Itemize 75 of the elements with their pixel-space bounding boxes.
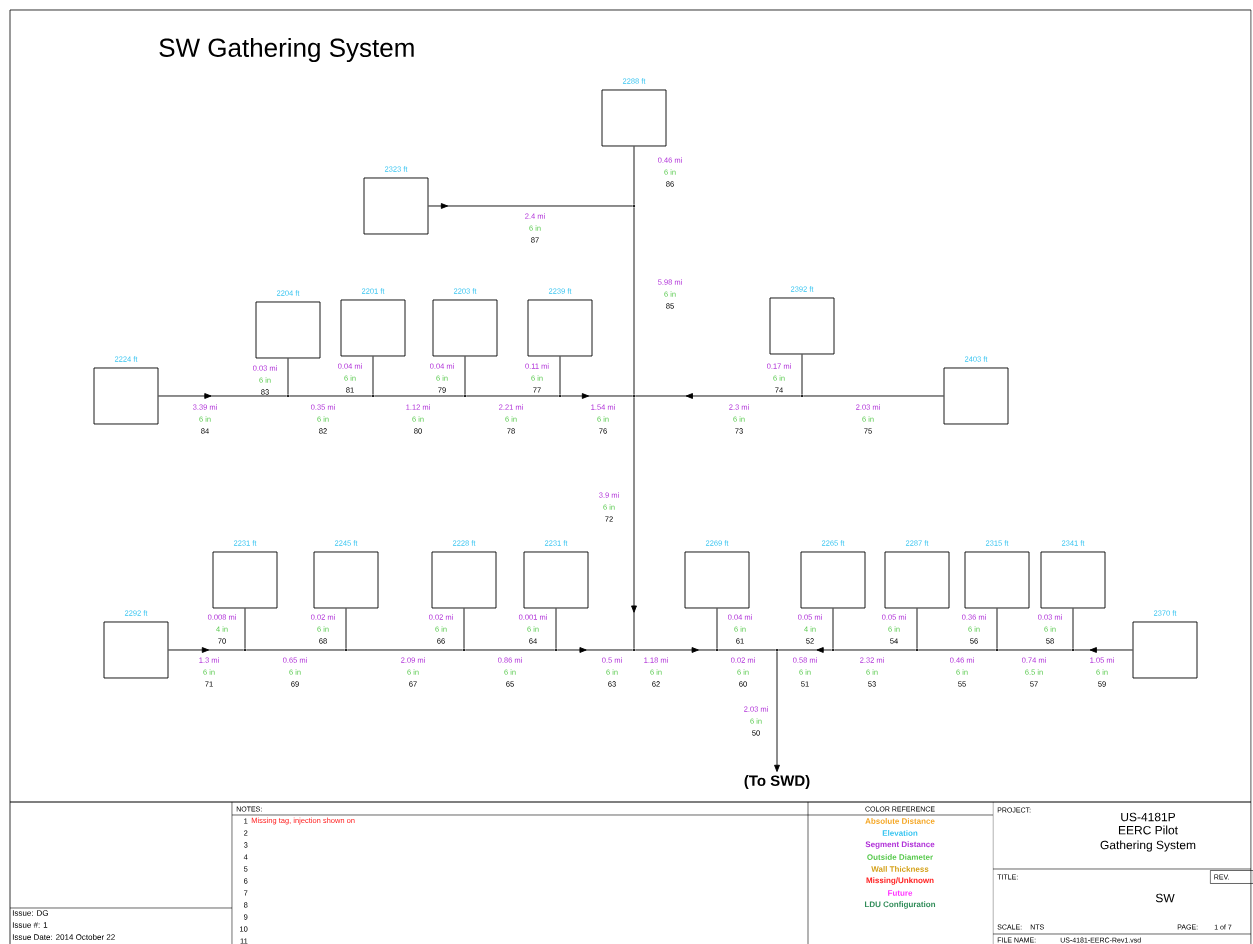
pipe-line	[916, 608, 918, 650]
issue-text: Issue #: 1	[12, 922, 48, 928]
issue-text: Issue: DG	[12, 910, 48, 916]
pipe-line	[464, 649, 556, 651]
pipe-line	[346, 649, 464, 651]
well-box	[684, 551, 750, 609]
pipe-line	[777, 647, 833, 653]
well-box	[964, 551, 1030, 609]
pipe-line	[465, 395, 560, 397]
project-text: US-4181P	[1121, 812, 1176, 822]
pipe-line	[716, 608, 718, 650]
legend-entry: Wall Thickness	[871, 866, 929, 872]
legend-entry: Segment Distance	[865, 841, 935, 849]
pipe-line	[373, 395, 465, 397]
well-box	[363, 177, 429, 235]
well-box	[93, 367, 159, 425]
pipe-line	[833, 649, 917, 651]
pipe-line	[832, 608, 834, 650]
pipe-line	[244, 608, 246, 650]
pipe-line	[428, 203, 634, 209]
pipe-line	[997, 649, 1073, 651]
pipe-line	[634, 647, 717, 653]
destination-label: (To SWD)	[744, 775, 810, 789]
pipe-line	[288, 395, 373, 397]
well-box	[523, 551, 589, 609]
well-box	[800, 551, 866, 609]
pipe-line	[633, 146, 635, 206]
well-box	[432, 299, 498, 357]
well-box	[431, 551, 497, 609]
well-box	[103, 621, 169, 679]
pipe-line	[464, 356, 466, 396]
project-text: EERC Pilot	[1119, 825, 1178, 835]
well-box	[527, 299, 593, 357]
pipe-line	[463, 608, 465, 650]
well-box	[313, 551, 379, 609]
well-box	[255, 301, 321, 359]
well-box	[340, 299, 406, 357]
pipe-line	[634, 393, 802, 399]
pipe-line	[633, 206, 635, 396]
pipe-line	[345, 608, 347, 650]
legend-entry: Outside Diameter	[867, 854, 933, 860]
pipe-line	[168, 647, 245, 653]
title-text: SW	[1155, 893, 1175, 903]
pipe-line	[917, 649, 997, 651]
pipe-line	[774, 650, 780, 772]
legend-entry: LDU Configuration	[865, 901, 936, 909]
pipe-line	[717, 649, 777, 651]
pipe-line	[560, 393, 634, 399]
pipe-line	[245, 649, 346, 651]
pipe-line	[802, 395, 944, 397]
pipe-line	[1073, 647, 1133, 653]
legend-entry: Future	[888, 890, 913, 896]
well-box	[601, 89, 667, 147]
pipe-line	[372, 356, 374, 396]
issue-text: Issue Date: 2014 October 22	[12, 934, 115, 940]
pipe-line	[287, 358, 289, 396]
well-box	[1132, 621, 1198, 679]
legend-entry: Absolute Distance	[865, 818, 935, 824]
pipe-line	[1072, 608, 1074, 650]
legend-entry: Elevation	[882, 830, 918, 836]
well-box	[769, 297, 835, 355]
pipe-line	[559, 356, 561, 396]
pipe-line	[158, 393, 288, 399]
well-box	[884, 551, 950, 609]
title: SW Gathering System	[159, 37, 414, 63]
pipe-line	[631, 396, 637, 650]
pipe-line	[556, 647, 634, 653]
project-text: Gathering System	[1100, 840, 1196, 852]
well-box	[1040, 551, 1106, 609]
pipe-line	[801, 354, 803, 396]
well-box	[212, 551, 278, 609]
well-box	[943, 367, 1009, 425]
pipe-line	[555, 608, 557, 650]
pipe-line	[996, 608, 998, 650]
legend-entry: Missing/Unknown	[866, 877, 934, 885]
